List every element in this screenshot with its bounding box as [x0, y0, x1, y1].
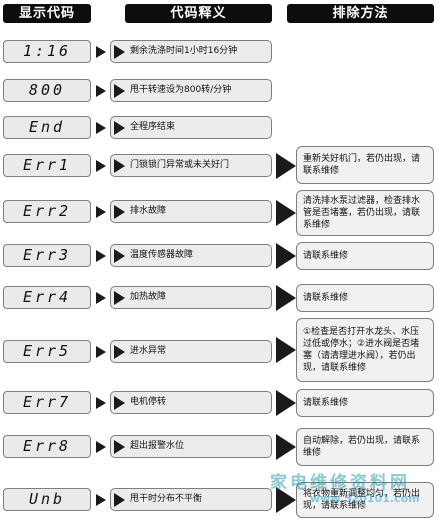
table-row: Err5 进水异常 ①检查是否打开水龙头、水压过低或停水；②进水阀是否堵塞（请清… — [0, 318, 439, 382]
arrow-right-icon — [276, 285, 296, 311]
table-row: Unb 甩干时分布不平衡 将衣物重新调整均匀，若仍出现，请联系维修 — [0, 482, 439, 518]
code-meaning: 甩干时分布不平衡 — [110, 488, 272, 511]
pointer-right-icon — [114, 493, 125, 507]
table-row: Err7 电机停转 请联系维修 — [0, 389, 439, 417]
remedy-box: 重新关好机门，若仍出现，请联系维修 — [296, 146, 434, 184]
remedy-text: 请联系维修 — [303, 251, 349, 261]
table-row: Err4 加热故障 请联系维修 — [0, 284, 439, 312]
remedy-text: ①检查是否打开水龙头、水压过低或停水；②进水阀是否堵塞（请清理进水阀），若仍出现… — [303, 327, 420, 373]
table-row: 800 甩干转速设为800转/分钟 — [0, 79, 439, 103]
table-row: Err3 温度传感器故障 请联系维修 — [0, 242, 439, 270]
arrow-right-icon — [96, 160, 106, 172]
code-meaning-text: 加热故障 — [130, 292, 167, 302]
display-code: Err4 — [3, 286, 91, 309]
code-meaning-text: 进水异常 — [130, 346, 167, 356]
display-code: Err7 — [3, 391, 91, 414]
watermark-url: www.520101.com — [310, 492, 420, 505]
arrow-right-icon — [276, 337, 296, 363]
display-code: Err3 — [3, 244, 91, 267]
display-code: Unb — [3, 488, 91, 511]
remedy-box: 请联系维修 — [296, 389, 434, 417]
pointer-right-icon — [114, 396, 125, 410]
display-code: Err1 — [3, 154, 91, 177]
code-meaning: 全程序结束 — [110, 116, 272, 139]
display-code: Err8 — [3, 435, 91, 458]
arrow-right-icon — [96, 46, 106, 58]
code-meaning: 超出报警水位 — [110, 435, 272, 458]
code-meaning: 剩余洗涤时间1小时16分钟 — [110, 40, 272, 63]
remedy-box: 请联系维修 — [296, 242, 434, 270]
remedy-box: 请联系维修 — [296, 284, 434, 312]
pointer-right-icon — [114, 84, 125, 98]
header-display-code: 显示代码 — [3, 4, 91, 23]
display-code: 1:16 — [3, 40, 91, 63]
table-row: Err1 门锁锁门异常或未关好门 重新关好机门，若仍出现，请联系维修 — [0, 146, 439, 186]
pointer-right-icon — [114, 205, 125, 219]
pointer-right-icon — [114, 291, 125, 305]
arrow-right-icon — [96, 85, 106, 97]
display-code: 800 — [3, 79, 91, 102]
table-row: Err8 超出报警水位 自动解除，若仍出现，请联系维修 — [0, 428, 439, 466]
arrow-right-icon — [96, 346, 106, 358]
arrow-right-icon — [96, 494, 106, 506]
pointer-right-icon — [114, 121, 125, 135]
arrow-right-icon — [276, 434, 296, 460]
table-row: 1:16 剩余洗涤时间1小时16分钟 — [0, 40, 439, 64]
code-meaning-text: 剩余洗涤时间1小时16分钟 — [130, 46, 238, 56]
code-meaning: 进水异常 — [110, 340, 272, 363]
remedy-text: 自动解除，若仍出现，请联系维修 — [303, 436, 421, 458]
arrow-right-icon — [96, 441, 106, 453]
pointer-right-icon — [114, 345, 125, 359]
table-row: End 全程序结束 — [0, 116, 439, 140]
pointer-right-icon — [114, 249, 125, 263]
remedy-box: 清洗排水泵过滤器，检查排水管是否堵塞，若仍出现，请联系维修 — [296, 190, 434, 236]
remedy-text: 清洗排水泵过滤器，检查排水管是否堵塞，若仍出现，请联系维修 — [303, 196, 421, 230]
arrow-right-icon — [96, 122, 106, 134]
code-meaning-text: 甩干转速设为800转/分钟 — [130, 85, 232, 95]
arrow-right-icon — [96, 206, 106, 218]
code-meaning: 排水故障 — [110, 200, 272, 223]
code-meaning-text: 温度传感器故障 — [130, 250, 194, 260]
arrow-right-icon — [96, 397, 106, 409]
watermark-text: 家电维修资料网 — [270, 473, 410, 493]
code-meaning: 甩干转速设为800转/分钟 — [110, 79, 272, 102]
remedy-text: 将衣物重新调整均匀，若仍出现，请联系维修 — [303, 489, 421, 511]
table-row: Err2 排水故障 清洗排水泵过滤器，检查排水管是否堵塞，若仍出现，请联系维修 — [0, 190, 439, 236]
arrow-right-icon — [96, 292, 106, 304]
code-meaning-text: 超出报警水位 — [130, 441, 185, 451]
code-meaning: 温度传感器故障 — [110, 244, 272, 267]
code-meaning: 门锁锁门异常或未关好门 — [110, 154, 272, 177]
arrow-right-icon — [276, 243, 296, 269]
code-meaning-text: 排水故障 — [130, 206, 167, 216]
arrow-right-icon — [276, 390, 296, 416]
header-remedy: 排除方法 — [287, 4, 434, 23]
code-meaning: 加热故障 — [110, 286, 272, 309]
header-code-meaning: 代码释义 — [125, 4, 272, 23]
code-meaning: 电机停转 — [110, 391, 272, 414]
display-code: Err2 — [3, 200, 91, 223]
remedy-text: 重新关好机门，若仍出现，请联系维修 — [303, 154, 421, 176]
arrow-right-icon — [96, 250, 106, 262]
arrow-right-icon — [276, 200, 296, 226]
remedy-text: 请联系维修 — [303, 293, 349, 303]
pointer-right-icon — [114, 159, 125, 173]
display-code: End — [3, 116, 91, 139]
display-code: Err5 — [3, 340, 91, 363]
code-meaning-text: 全程序结束 — [130, 122, 176, 132]
pointer-right-icon — [114, 440, 125, 454]
remedy-text: 请联系维修 — [303, 398, 349, 408]
arrow-right-icon — [276, 487, 296, 513]
code-meaning-text: 甩干时分布不平衡 — [130, 494, 203, 504]
arrow-right-icon — [276, 153, 296, 179]
pointer-right-icon — [114, 45, 125, 59]
remedy-box: 将衣物重新调整均匀，若仍出现，请联系维修 — [296, 482, 434, 518]
code-meaning-text: 门锁锁门异常或未关好门 — [130, 160, 230, 170]
remedy-box: ①检查是否打开水龙头、水压过低或停水；②进水阀是否堵塞（请清理进水阀），若仍出现… — [296, 318, 434, 382]
code-meaning-text: 电机停转 — [130, 397, 167, 407]
remedy-box: 自动解除，若仍出现，请联系维修 — [296, 428, 434, 466]
